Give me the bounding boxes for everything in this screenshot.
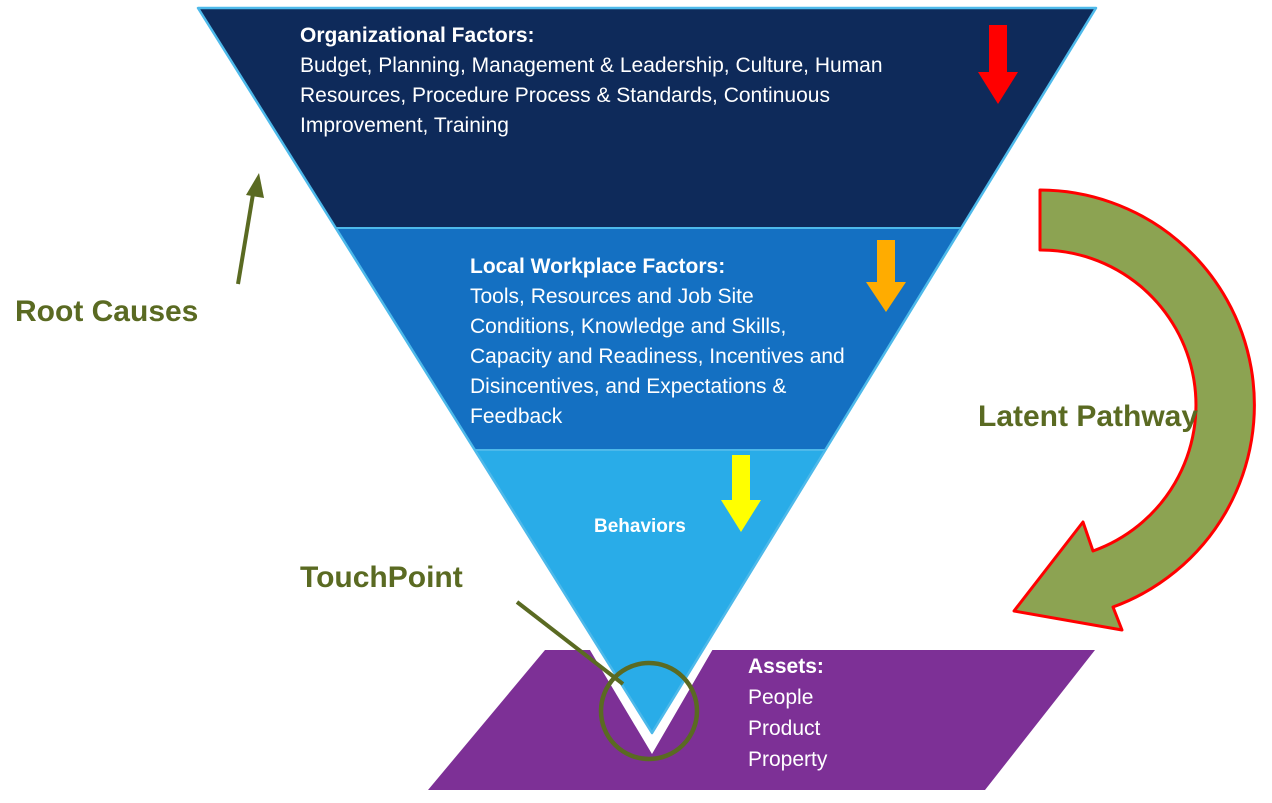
local-workplace-factors-title: Local Workplace Factors: [470,255,726,278]
organizational-factors-title: Organizational Factors: [300,24,535,47]
touchpoint-circle [598,660,700,762]
assets-parallelogram [428,650,1095,790]
assets-item-property: Property [748,748,828,771]
organizational-band [198,8,1096,228]
assets-item-people: People [748,686,814,709]
red-down-arrow [978,25,1018,104]
organizational-factors-body: Budget, Planning, Management & Leadershi… [300,54,883,137]
local-workplace-band [336,228,961,450]
touchpoint-label: TouchPoint [300,561,463,594]
latent-pathway-arrow [1012,188,1256,632]
latent-pathway-label: Latent Pathway [978,400,1199,433]
local-workplace-factors-body: Tools, Resources and Job Site Conditions… [470,285,845,428]
organizational-factors-block: Organizational Factors: Budget, Planning… [300,21,940,141]
orange-down-arrow [866,240,906,312]
assets-item-product: Product [748,717,821,740]
yellow-down-arrow [721,455,761,532]
assets-block: Assets: People Product Property [748,651,827,775]
root-causes-arrow-head [246,173,264,198]
touchpoint-pointer-line [515,600,625,686]
root-causes-arrow-shaft [236,193,255,285]
local-workplace-factors-block: Local Workplace Factors: Tools, Resource… [470,252,848,432]
funnel-outline [196,6,1098,735]
behaviors-label: Behaviors [594,516,686,537]
assets-title: Assets: [748,655,824,678]
root-causes-label: Root Causes [15,295,199,328]
